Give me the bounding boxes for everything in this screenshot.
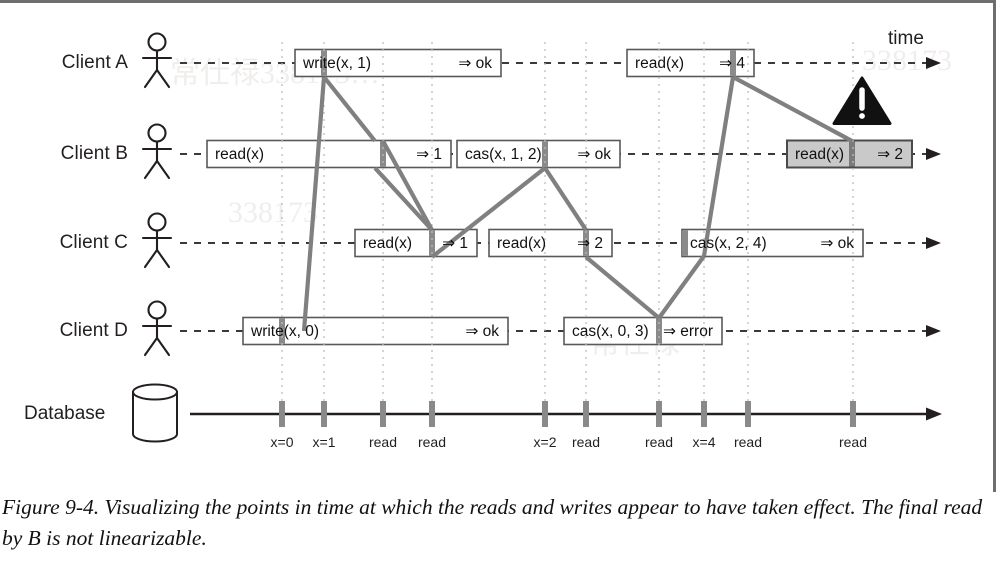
op-box-d-cas[interactable] <box>563 316 723 346</box>
actor-head <box>147 32 167 52</box>
database-axis-arrow <box>926 407 942 421</box>
op-call-c-read2: read(x) <box>497 235 547 252</box>
op-result-b-read2: ⇒ 2 <box>877 146 903 163</box>
op-box-c-read1[interactable] <box>354 228 478 258</box>
timeline-tick-2 <box>380 401 386 427</box>
lane-label-client-c: Client C <box>59 232 128 253</box>
actor-stick-figure <box>141 32 173 89</box>
op-call-c-read1: read(x) <box>363 235 413 252</box>
op-call-b-cas: cas(x, 1, 2) <box>465 146 542 163</box>
op-result-d-write: ⇒ ok <box>465 323 499 340</box>
op-marker-c-read1 <box>429 230 435 256</box>
timeline-tick-label-6: read <box>644 434 674 450</box>
timeline-tick-label-7: x=4 <box>692 434 716 450</box>
op-box-b-cas[interactable] <box>456 139 621 169</box>
op-marker-c-cas <box>682 230 688 256</box>
op-result-c-read2: ⇒ 2 <box>577 235 603 252</box>
op-call-b-read1: read(x) <box>215 146 265 163</box>
actor-leg-left <box>143 68 159 89</box>
actor-head <box>147 212 167 232</box>
connector-8 <box>701 76 736 257</box>
actor-leg-left <box>143 336 159 357</box>
database-cylinder-body <box>132 391 178 443</box>
actor-stick-figure <box>141 212 173 269</box>
timeline-tick-4 <box>542 401 548 427</box>
database-cylinder-top <box>132 383 178 401</box>
op-call-b-read2: read(x) <box>795 146 845 163</box>
actor-leg-left <box>143 159 159 180</box>
lifeline-arrow-client-a <box>926 57 941 69</box>
timeline-tick-label-3: read <box>417 434 447 450</box>
warning-exclamation-dot <box>859 113 865 119</box>
lane-label-client-d: Client D <box>59 320 128 341</box>
database-label: Database <box>24 403 106 424</box>
connector-9 <box>732 75 853 143</box>
time-axis-label: time <box>888 28 924 49</box>
actor-head <box>147 123 167 143</box>
timeline-tick-label-2: read <box>368 434 398 450</box>
timeline-tick-7 <box>701 401 707 427</box>
op-box-a-write[interactable] <box>294 48 502 78</box>
op-marker-b-read2 <box>849 141 855 167</box>
actor-leg-right <box>155 248 171 269</box>
lane-label-client-b: Client B <box>60 143 128 164</box>
connector-5 <box>543 166 588 232</box>
op-marker-c-read2 <box>583 230 589 256</box>
op-box-b-read1[interactable] <box>206 139 452 169</box>
timeline-tick-label-5: read <box>571 434 601 450</box>
figure-diagram: 常仕禄338173…338173常仕禄338173 Client Awrite(… <box>24 28 952 450</box>
op-result-a-write: ⇒ ok <box>458 55 492 72</box>
timeline-tick-label-9: read <box>838 434 868 450</box>
op-result-b-read1: ⇒ 1 <box>416 146 442 163</box>
timeline-tick-label-1: x=1 <box>312 434 336 450</box>
top-divider <box>0 0 996 3</box>
op-box-c-cas[interactable] <box>681 228 864 258</box>
op-call-a-write: write(x, 1) <box>303 55 372 72</box>
op-result-a-read: ⇒ 4 <box>719 55 745 72</box>
actor-leg-right <box>155 68 171 89</box>
lane-label-client-a: Client A <box>61 52 128 73</box>
timeline-tick-8 <box>745 401 751 427</box>
actor-leg-left <box>143 248 159 269</box>
op-result-c-read1: ⇒ 1 <box>442 235 468 252</box>
lifeline-arrow-client-b <box>926 148 941 160</box>
op-box-d-write[interactable] <box>242 316 509 346</box>
actor-stick-figure <box>141 300 173 357</box>
timeline-tick-label-0: x=0 <box>270 434 294 450</box>
warning-triangle-icon <box>832 76 892 125</box>
timeline-tick-1 <box>321 401 327 427</box>
timeline-tick-0 <box>279 401 285 427</box>
connector-4 <box>430 166 547 259</box>
op-result-b-cas: ⇒ ok <box>577 146 611 163</box>
connector-6 <box>584 255 661 320</box>
figure-caption: Figure 9-4. Visualizing the points in ti… <box>2 495 983 550</box>
actor-leg-right <box>155 159 171 180</box>
actor-leg-right <box>155 336 171 357</box>
connector-2 <box>373 166 434 232</box>
right-divider <box>993 0 996 492</box>
lifeline-arrow-client-d <box>926 325 941 337</box>
diagram-canvas <box>132 32 942 443</box>
op-call-d-write: write(x, 0) <box>251 323 320 340</box>
op-marker-a-read <box>730 50 736 76</box>
timeline-tick-label-8: read <box>733 434 763 450</box>
connector-0 <box>301 76 327 332</box>
actor-head <box>147 300 167 320</box>
op-call-d-cas: cas(x, 0, 3) <box>572 323 649 340</box>
op-call-a-read: read(x) <box>635 55 685 72</box>
timeline-tick-5 <box>583 401 589 427</box>
lifeline-arrow-client-c <box>926 237 941 249</box>
op-box-c-read2[interactable] <box>488 228 613 258</box>
op-result-c-cas: ⇒ ok <box>820 235 854 252</box>
timeline-tick-9 <box>850 401 856 427</box>
connector-1 <box>322 75 377 143</box>
timeline-tick-6 <box>656 401 662 427</box>
op-result-d-cas: ⇒ error <box>662 323 713 340</box>
actor-stick-figure <box>141 123 173 180</box>
timeline-tick-3 <box>429 401 435 427</box>
connector-7 <box>657 254 706 320</box>
op-call-c-cas: cas(x, 2, 4) <box>690 235 767 252</box>
timeline-tick-label-4: x=2 <box>533 434 557 450</box>
connector-3 <box>381 139 434 232</box>
